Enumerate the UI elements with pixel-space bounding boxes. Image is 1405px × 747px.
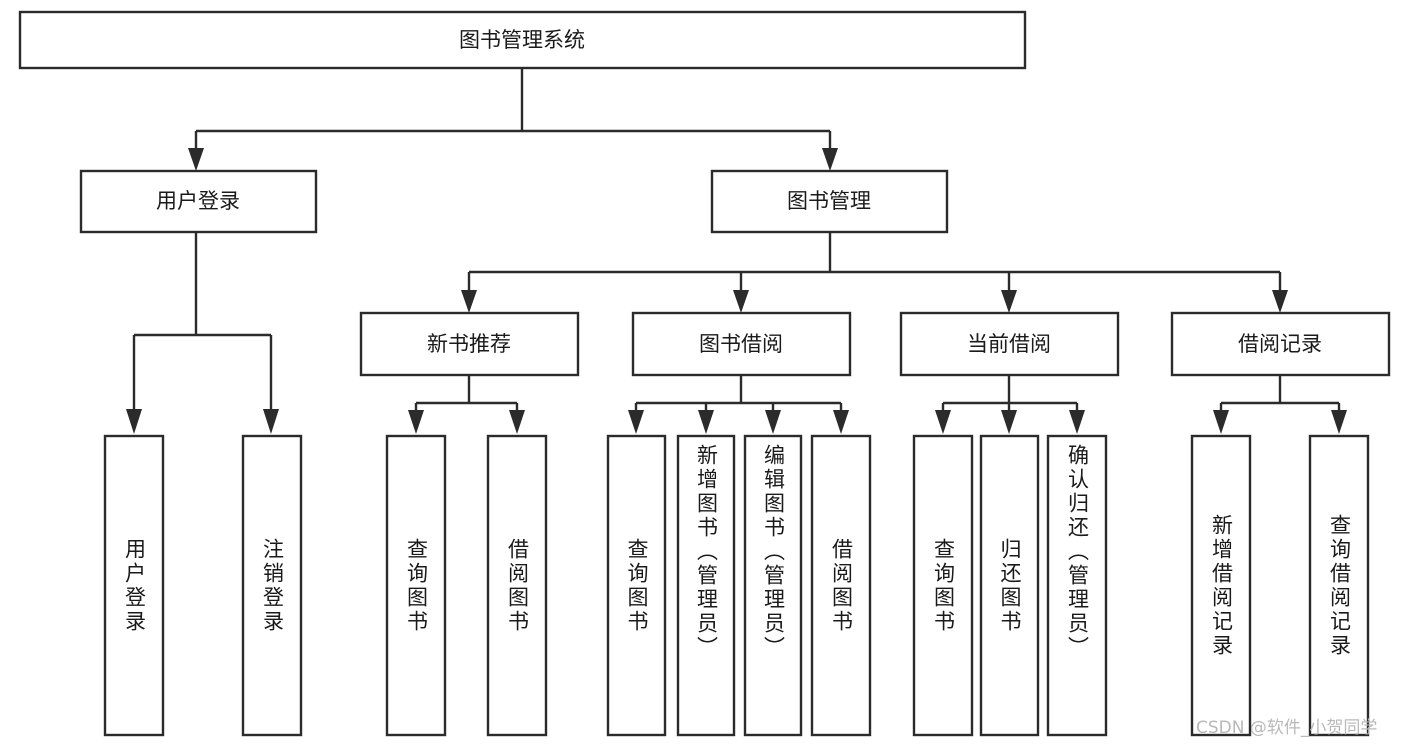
node-user-login-label: 用户登录 <box>156 189 240 213</box>
node-leaf-edit-book-box[interactable] <box>743 434 803 737</box>
node-new-book-recommend[interactable]: 新书推荐 <box>359 311 580 377</box>
arrow-to-leaf-confirm-return <box>1069 410 1085 434</box>
node-leaf-logout-login-box[interactable] <box>241 434 303 737</box>
node-borrow-record-box[interactable] <box>1170 311 1391 377</box>
node-leaf-return-book-box[interactable] <box>979 434 1040 737</box>
node-leaf-user-login-box[interactable] <box>103 434 165 737</box>
node-new-book-recommend-label: 新书推荐 <box>427 332 511 356</box>
node-book-borrow[interactable]: 图书借阅 <box>631 311 852 377</box>
arrow-to-borrow-record <box>1272 290 1288 313</box>
node-leaf-borrow-book-2[interactable] <box>810 434 872 737</box>
node-leaf-add-borrow-record-box[interactable] <box>1190 434 1252 737</box>
arrow-to-book-borrow <box>733 290 749 313</box>
connector-layer <box>126 68 1347 434</box>
connector-book-manage-bus <box>467 232 1282 296</box>
node-book-manage-label: 图书管理 <box>787 189 871 213</box>
arrow-to-leaf-add-borrow-record <box>1213 410 1229 434</box>
node-leaf-query-book-3[interactable] <box>912 434 974 737</box>
node-leaf-query-book-1[interactable] <box>385 434 447 737</box>
arrow-to-leaf-query-book-1 <box>408 410 424 434</box>
node-book-borrow-label: 图书借阅 <box>699 332 783 356</box>
node-leaf-confirm-return-box[interactable] <box>1046 434 1108 737</box>
node-leaf-edit-book[interactable] <box>743 434 803 737</box>
node-root[interactable]: 图书管理系统 <box>18 10 1027 70</box>
node-leaf-borrow-book-1-box[interactable] <box>486 434 548 737</box>
node-borrow-record-label: 借阅记录 <box>1238 332 1322 356</box>
arrow-to-new-book-recommend <box>461 290 477 313</box>
node-current-borrow-box[interactable] <box>899 311 1120 377</box>
node-leaf-query-book-2-box[interactable] <box>606 434 667 737</box>
node-leaf-confirm-return[interactable] <box>1046 434 1108 737</box>
node-leaf-logout-login[interactable] <box>241 434 303 737</box>
arrow-to-leaf-query-book-2 <box>628 410 644 434</box>
arrow-to-leaf-return-book <box>1001 410 1017 434</box>
node-leaf-return-book[interactable] <box>979 434 1040 737</box>
node-leaf-query-book-3-box[interactable] <box>912 434 974 737</box>
arrow-to-leaf-query-borrow-record <box>1331 410 1347 434</box>
arrow-to-leaf-query-book-3 <box>935 410 951 434</box>
node-user-login-box[interactable] <box>79 169 318 234</box>
arrow-to-leaf-borrow-book-1 <box>509 410 525 434</box>
node-leaf-borrow-book-2-box[interactable] <box>810 434 872 737</box>
arrow-to-current-borrow <box>1001 290 1017 313</box>
arrow-to-book-manage <box>822 148 838 171</box>
connector-root-bus <box>194 68 832 160</box>
node-leaf-add-book-box[interactable] <box>676 434 736 737</box>
node-leaf-query-borrow-record[interactable] <box>1308 434 1370 737</box>
node-leaf-add-borrow-record[interactable] <box>1190 434 1252 737</box>
arrow-to-leaf-logout-login <box>263 409 279 434</box>
node-current-borrow[interactable]: 当前借阅 <box>899 311 1120 377</box>
node-leaf-user-login[interactable] <box>103 434 165 737</box>
node-user-login[interactable]: 用户登录 <box>79 169 318 234</box>
node-book-manage[interactable]: 图书管理 <box>710 169 949 234</box>
node-leaf-query-book-2[interactable] <box>606 434 667 737</box>
node-book-manage-box[interactable] <box>710 169 949 234</box>
connector-new-book-recommend-bus <box>414 375 519 414</box>
node-leaf-borrow-book-1[interactable] <box>486 434 548 737</box>
connector-user-login-bus <box>132 232 273 411</box>
connector-borrow-record-bus <box>1219 375 1341 414</box>
connector-current-borrow-bus <box>941 375 1079 414</box>
watermark-label: CSDN @软件_小贺同学 <box>1196 718 1377 738</box>
arrow-to-leaf-user-login <box>126 409 142 434</box>
arrow-to-leaf-edit-book <box>765 410 781 434</box>
connector-book-borrow-bus <box>634 375 843 414</box>
arrow-to-leaf-borrow-book-2 <box>833 410 849 434</box>
arrow-to-user-login <box>188 148 204 171</box>
arrow-to-leaf-add-book <box>698 410 714 434</box>
node-leaf-add-book[interactable] <box>676 434 736 737</box>
node-root-box[interactable] <box>18 10 1027 70</box>
node-leaf-query-borrow-record-box[interactable] <box>1308 434 1370 737</box>
node-current-borrow-label: 当前借阅 <box>967 332 1051 356</box>
node-leaf-query-book-1-box[interactable] <box>385 434 447 737</box>
node-book-borrow-box[interactable] <box>631 311 852 377</box>
node-root-label: 图书管理系统 <box>459 28 585 52</box>
node-new-book-recommend-box[interactable] <box>359 311 580 377</box>
node-borrow-record[interactable]: 借阅记录 <box>1170 311 1391 377</box>
